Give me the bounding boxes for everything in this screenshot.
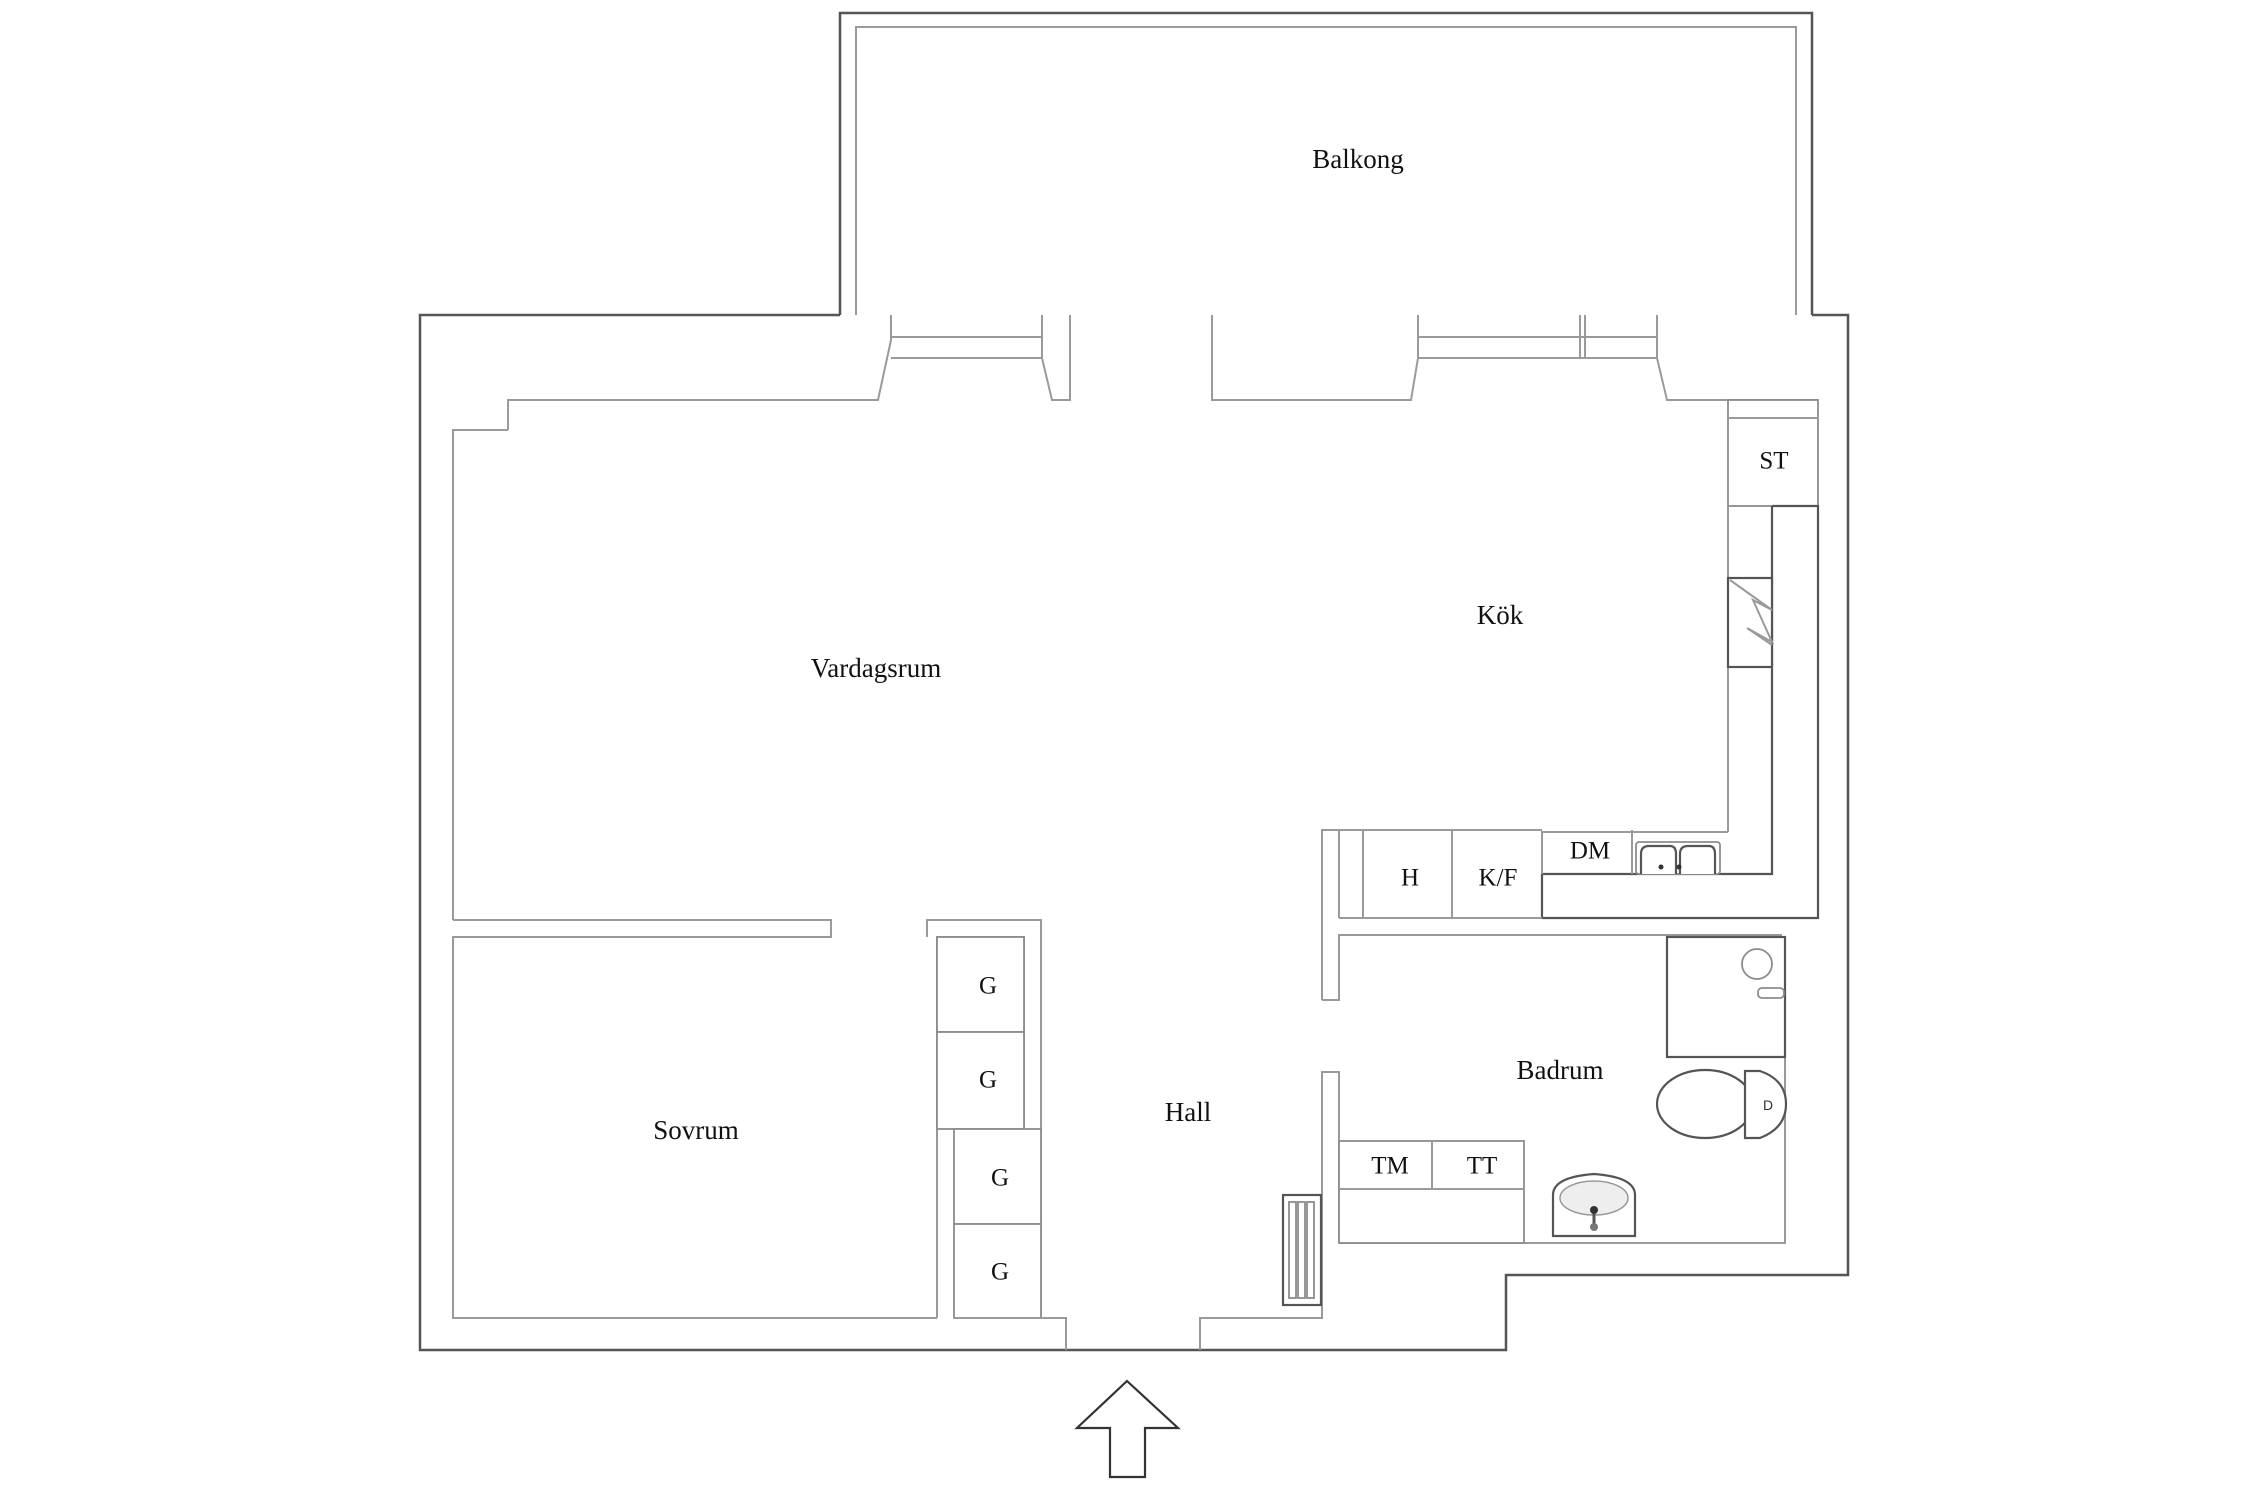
hall: Hall — [1165, 1071, 1340, 1350]
top-wall-windows — [452, 315, 1818, 920]
wardrobes: G G G G — [926, 919, 1067, 1350]
laundry-counter: TM TT — [1338, 1140, 1525, 1244]
living-bedroom-wall: Vardagsrum Sovrum — [452, 653, 941, 1319]
toilet: D — [1655, 1068, 1788, 1140]
dishwasher-label: DM — [1570, 838, 1610, 865]
room-label-badrum: Badrum — [1517, 1055, 1604, 1085]
wardrobe — [936, 936, 1025, 1033]
arrow-up-icon — [1074, 1379, 1181, 1479]
washbasin — [1551, 1172, 1637, 1238]
wardrobe-label: G — [979, 1067, 997, 1094]
room-label-vardagsrum: Vardagsrum — [811, 653, 941, 683]
kitchen-right-counter: ST — [1540, 399, 1820, 920]
wardrobe — [936, 1031, 1025, 1130]
wardrobe — [953, 1128, 1042, 1225]
balcony: Balkong — [838, 11, 1814, 315]
room-label-balkong: Balkong — [1312, 144, 1404, 174]
storage-label: ST — [1759, 448, 1788, 475]
stove-label: H — [1401, 865, 1419, 892]
bathroom: Badrum D TM TT — [1338, 935, 1788, 1244]
shower — [1665, 935, 1787, 1059]
room-label-hall: Hall — [1165, 1097, 1212, 1127]
kitchen-appliances: H K/F DM Kök — [1321, 600, 1782, 1001]
cooker-hood — [1726, 576, 1774, 669]
outer-wall — [418, 313, 1850, 1352]
wardrobe-label: G — [991, 1165, 1009, 1192]
room-label-kok: Kök — [1477, 600, 1524, 630]
kitchen-sink — [1635, 841, 1721, 875]
tumble-dryer-label: TT — [1467, 1153, 1498, 1180]
svg-text:D: D — [1763, 1097, 1773, 1113]
room-label-sovrum: Sovrum — [653, 1115, 739, 1145]
wardrobe-label: G — [979, 973, 997, 1000]
radiator — [1281, 1193, 1323, 1307]
washing-machine-label: TM — [1371, 1153, 1409, 1180]
wardrobe-label: G — [991, 1259, 1009, 1286]
fridge-freezer-label: K/F — [1479, 865, 1518, 892]
wardrobe — [953, 1223, 1042, 1319]
